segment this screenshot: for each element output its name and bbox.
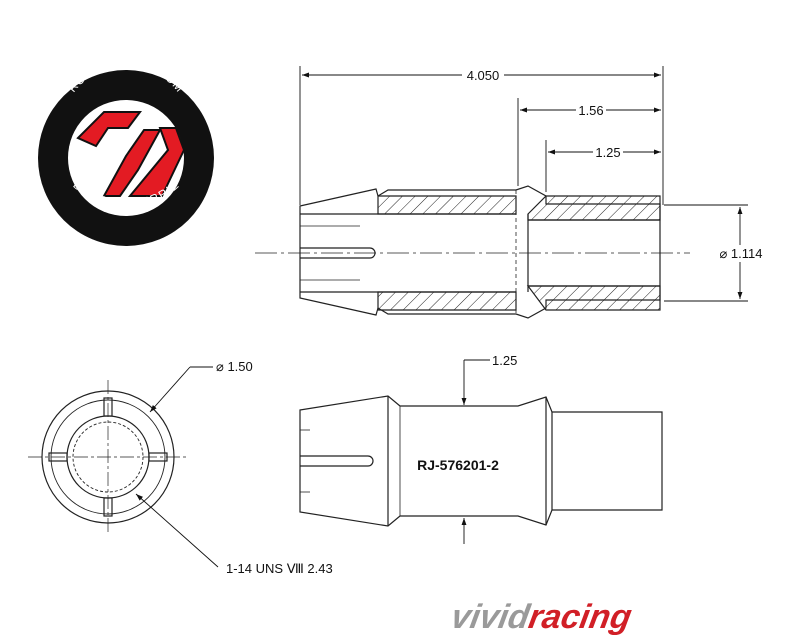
- slot-left: [48, 452, 68, 462]
- side-view: [299, 359, 663, 544]
- side-dim-label: 1.25: [492, 353, 517, 368]
- dim-156-label: 1.56: [578, 103, 603, 118]
- vividracing-watermark: vividracing: [448, 598, 634, 636]
- side-slot: [300, 455, 374, 467]
- section-view: [255, 185, 690, 319]
- dim-125-label-bg: [593, 144, 623, 160]
- collet-slot: [300, 247, 376, 259]
- svg-text:vividracing: vividracing: [448, 598, 634, 636]
- section-dimensions: [299, 66, 748, 302]
- leader-dia-150: [149, 366, 191, 413]
- thread-callout-label: 1-14 UNS Ⅷ 2.43: [226, 561, 333, 576]
- lower-collet-wall: [377, 291, 517, 311]
- slot-bottom: [103, 497, 113, 517]
- watermark-part-b: racing: [526, 598, 635, 636]
- slot-right: [148, 452, 168, 462]
- overall-label-bg: [462, 67, 504, 83]
- dim-156-label-bg: [576, 102, 606, 118]
- rj-mark-icon: [76, 111, 186, 197]
- end-diameter-label: ⌀ 1.50: [216, 359, 253, 374]
- rockjock-logo: ROCKJOCK4X4.COM BY JOHN CURRIE: [38, 57, 214, 246]
- upper-shank-wall: [527, 195, 661, 221]
- lower-shank-wall: [526, 285, 661, 311]
- end-view: [28, 366, 219, 568]
- part-number-label: RJ-576201-2: [417, 457, 499, 473]
- slot-top: [103, 397, 113, 417]
- upper-collet-wall: [377, 195, 517, 215]
- overall-length-label: 4.050: [467, 68, 500, 83]
- slot-marks: [48, 397, 168, 517]
- dia-label-bg: [712, 245, 770, 262]
- dim-125-label: 1.25: [595, 145, 620, 160]
- watermark-part-a: vivid: [448, 598, 533, 636]
- leader-thread: [135, 493, 219, 568]
- side-outline: [299, 395, 663, 527]
- section-outline: [299, 185, 661, 319]
- diameter-label: ⌀ 1.114: [719, 246, 762, 261]
